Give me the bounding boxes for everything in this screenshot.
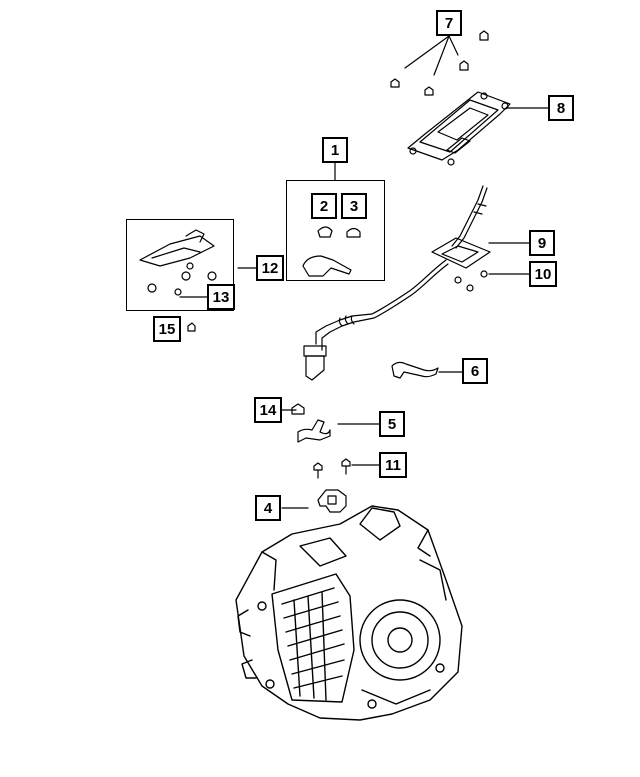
bracket-kit-12 xyxy=(139,229,217,296)
nut-set-10 xyxy=(454,270,488,292)
callout-3: 3 xyxy=(341,193,367,219)
callout-7: 7 xyxy=(436,10,462,36)
nut-14 xyxy=(291,403,305,415)
bracket-6 xyxy=(391,361,439,379)
callout-4: 4 xyxy=(255,495,281,521)
callout-12: 12 xyxy=(256,255,284,281)
bolt-set-11 xyxy=(313,458,351,479)
fastener-15 xyxy=(187,322,196,332)
transmission-assembly xyxy=(235,505,463,721)
callout-15: 15 xyxy=(153,316,181,342)
callout-2: 2 xyxy=(311,193,337,219)
callout-11: 11 xyxy=(379,452,407,478)
callout-13: 13 xyxy=(207,284,235,310)
bracket-kit-1 xyxy=(302,226,361,277)
callout-9: 9 xyxy=(529,230,555,256)
callout-6: 6 xyxy=(462,358,488,384)
bracket-5 xyxy=(297,419,331,443)
group-box-12 xyxy=(126,219,234,311)
callout-10: 10 xyxy=(529,261,557,287)
leader-lines xyxy=(179,35,549,509)
callout-14: 14 xyxy=(254,397,282,423)
group-box-1 xyxy=(286,180,385,281)
shift-cable-9 xyxy=(303,185,491,381)
bracket-4 xyxy=(317,489,347,513)
shifter-bracket-8 xyxy=(407,91,511,166)
callout-1: 1 xyxy=(322,137,348,163)
bolt-set-7 xyxy=(390,30,489,96)
callout-8: 8 xyxy=(548,95,574,121)
callout-5: 5 xyxy=(379,411,405,437)
